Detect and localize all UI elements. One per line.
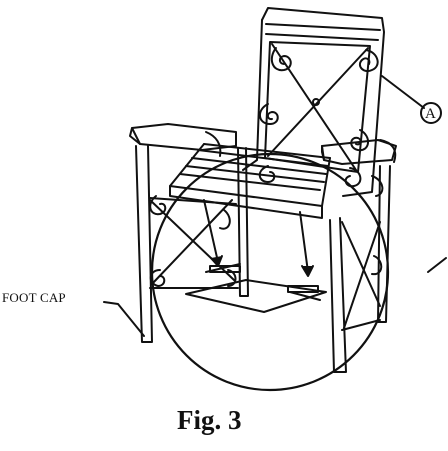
callout-a-circle <box>420 102 442 124</box>
backrest-frame <box>261 7 385 197</box>
glider-base <box>185 279 327 313</box>
foot-cap-label: FOOT CAP <box>2 290 66 305</box>
backrest-scroll-bl <box>259 103 279 125</box>
callout-a-label: A <box>425 106 436 122</box>
detail-circle <box>150 152 390 392</box>
arrow-down-left <box>203 199 219 263</box>
right-back-leg <box>377 165 391 323</box>
backrest-scroll-tr <box>358 49 379 72</box>
foot-cap-leader <box>103 301 145 337</box>
right-front-leg <box>329 217 347 373</box>
arrow-down-right <box>299 211 309 273</box>
left-front-leg <box>135 145 153 343</box>
figure-caption: Fig. 3 <box>177 405 242 435</box>
seat-front-rail <box>169 185 323 219</box>
left-back-leg <box>237 147 249 297</box>
leader-line-a <box>381 75 425 109</box>
backrest-scroll-tl <box>270 47 292 72</box>
